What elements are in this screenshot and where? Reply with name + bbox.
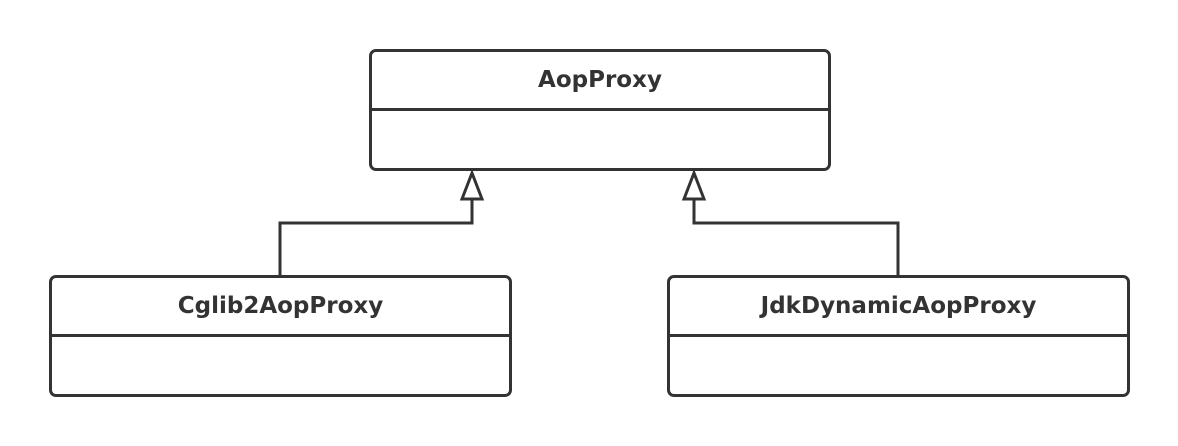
class-name-jdkdynamicaopproxy: JdkDynamicAopProxy xyxy=(670,278,1127,337)
class-box-cglib2aopproxy: Cglib2AopProxy xyxy=(49,275,512,397)
class-body-jdkdynamicaopproxy xyxy=(670,337,1127,392)
generalization-arrowhead-cglib xyxy=(459,168,485,201)
class-name-aopproxy: AopProxy xyxy=(372,52,828,111)
generalization-edge-cglib xyxy=(278,199,474,275)
generalization-edge-jdk xyxy=(692,199,900,275)
class-box-jdkdynamicaopproxy: JdkDynamicAopProxy xyxy=(667,275,1130,397)
generalization-arrowhead-jdk xyxy=(681,168,707,201)
class-name-cglib2aopproxy: Cglib2AopProxy xyxy=(52,278,509,337)
class-body-aopproxy xyxy=(372,111,828,166)
class-box-aopproxy: AopProxy xyxy=(369,49,831,171)
class-body-cglib2aopproxy xyxy=(52,337,509,392)
